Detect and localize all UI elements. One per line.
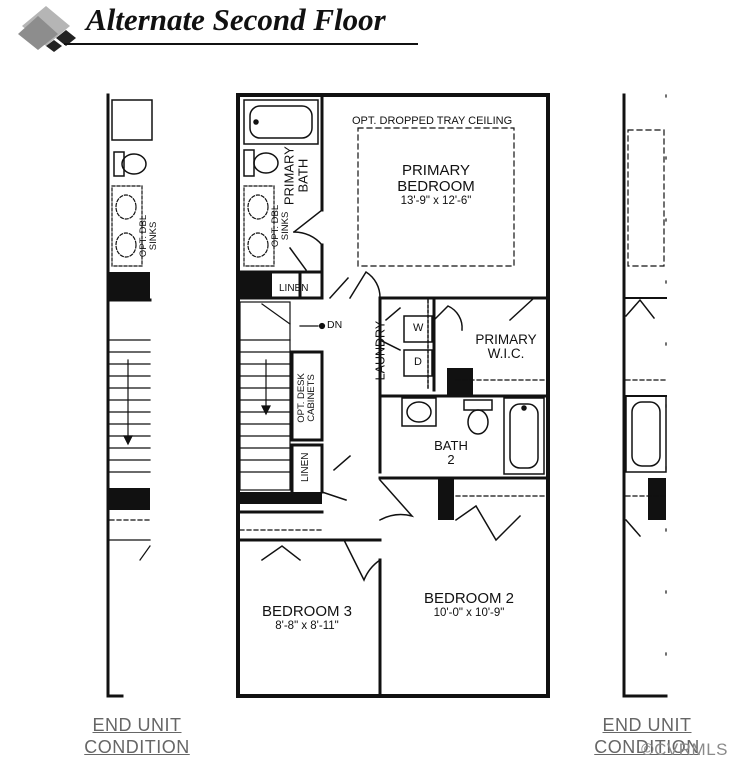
primary-bedroom-size: 13'-9" x 12'-6": [400, 194, 472, 207]
bath-2-label: BATH 2: [426, 439, 476, 466]
door-swings: [260, 208, 536, 582]
sinks-left-line-2: SINKS: [148, 221, 159, 251]
stairs: [239, 301, 326, 491]
laundry-label: LAUNDRY: [373, 320, 388, 381]
adjacent-unit-left: [106, 93, 153, 698]
desk-cabinets-label: OPT. DESK CABINETS: [296, 361, 317, 435]
bedroom-3-name: BEDROOM 3: [261, 603, 352, 620]
sinks-center-label: OPT. DBL SINKS: [270, 201, 291, 251]
primary-bedroom-name-2: BEDROOM: [397, 177, 475, 195]
linen-side-label: LINEN: [299, 452, 311, 482]
tray-ceiling-outline: [357, 127, 515, 267]
bedroom-3-size: 8'-8" x 8'-11": [275, 619, 339, 632]
primary-bedroom-label: PRIMARY BEDROOM 13'-9" x 12'-6": [388, 163, 484, 207]
primary-wic-name-2: W.I.C.: [487, 346, 525, 362]
header: Alternate Second Floor: [0, 0, 732, 60]
footer-left-line-1: END UNIT: [92, 715, 182, 735]
bath-2-name-2: 2: [447, 451, 455, 467]
linen-top-label: LINEN: [279, 283, 309, 294]
bedroom-2-name: BEDROOM 2: [423, 590, 514, 607]
footer-left-line-2: CONDITION: [84, 737, 190, 757]
bedroom-3-label: BEDROOM 3 8'-8" x 8'-11": [252, 604, 362, 632]
toilet-primary: [243, 149, 279, 177]
washer-dryer: [403, 299, 433, 391]
desk-line-2: CABINETS: [306, 374, 317, 422]
footer-left: END UNIT CONDITION: [64, 714, 210, 758]
bath-2-fixtures: [401, 397, 545, 475]
primary-wic-name-1: PRIMARY: [475, 332, 537, 347]
watermark: ©CVRMLS: [641, 740, 728, 759]
bedroom-2-size: 10'-0" x 10'-9": [433, 606, 505, 619]
primary-wic-label: PRIMARY W.I.C.: [468, 332, 544, 362]
primary-bath-label: PRIMARY BATH: [281, 146, 310, 206]
sinks-center-line-2: SINKS: [280, 211, 291, 241]
title-underline: [64, 43, 418, 45]
sinks-left-label: OPT. DBL SINKS: [138, 211, 159, 261]
primary-bath-name-2: BATH: [295, 158, 310, 193]
closet-lines: [239, 379, 545, 531]
wall-blocks: [238, 272, 473, 520]
interior-walls: [236, 93, 550, 698]
washer-label: W: [413, 322, 424, 334]
diamond-logo-icon: [18, 6, 76, 52]
adjacent-unit-right: [622, 93, 668, 698]
footer-right-line-1: END UNIT: [602, 715, 692, 735]
dryer-label: D: [414, 356, 422, 368]
bedroom-2-label: BEDROOM 2 10'-0" x 10'-9": [404, 591, 534, 619]
footer-right: END UNIT CONDITION: [574, 714, 720, 758]
primary-bath-name-1: PRIMARY: [281, 146, 297, 206]
bath-2-name-1: BATH: [434, 438, 468, 453]
down-label: DN: [327, 319, 343, 331]
primary-bedroom-name-1: PRIMARY: [401, 162, 471, 179]
tray-ceiling-label: OPT. DROPPED TRAY CEILING: [352, 115, 513, 127]
bathtub-primary: [243, 99, 319, 145]
double-sinks-center: [243, 185, 275, 267]
page-title: Alternate Second Floor: [86, 2, 386, 37]
footer-right-line-2: CONDITION: [594, 737, 700, 757]
